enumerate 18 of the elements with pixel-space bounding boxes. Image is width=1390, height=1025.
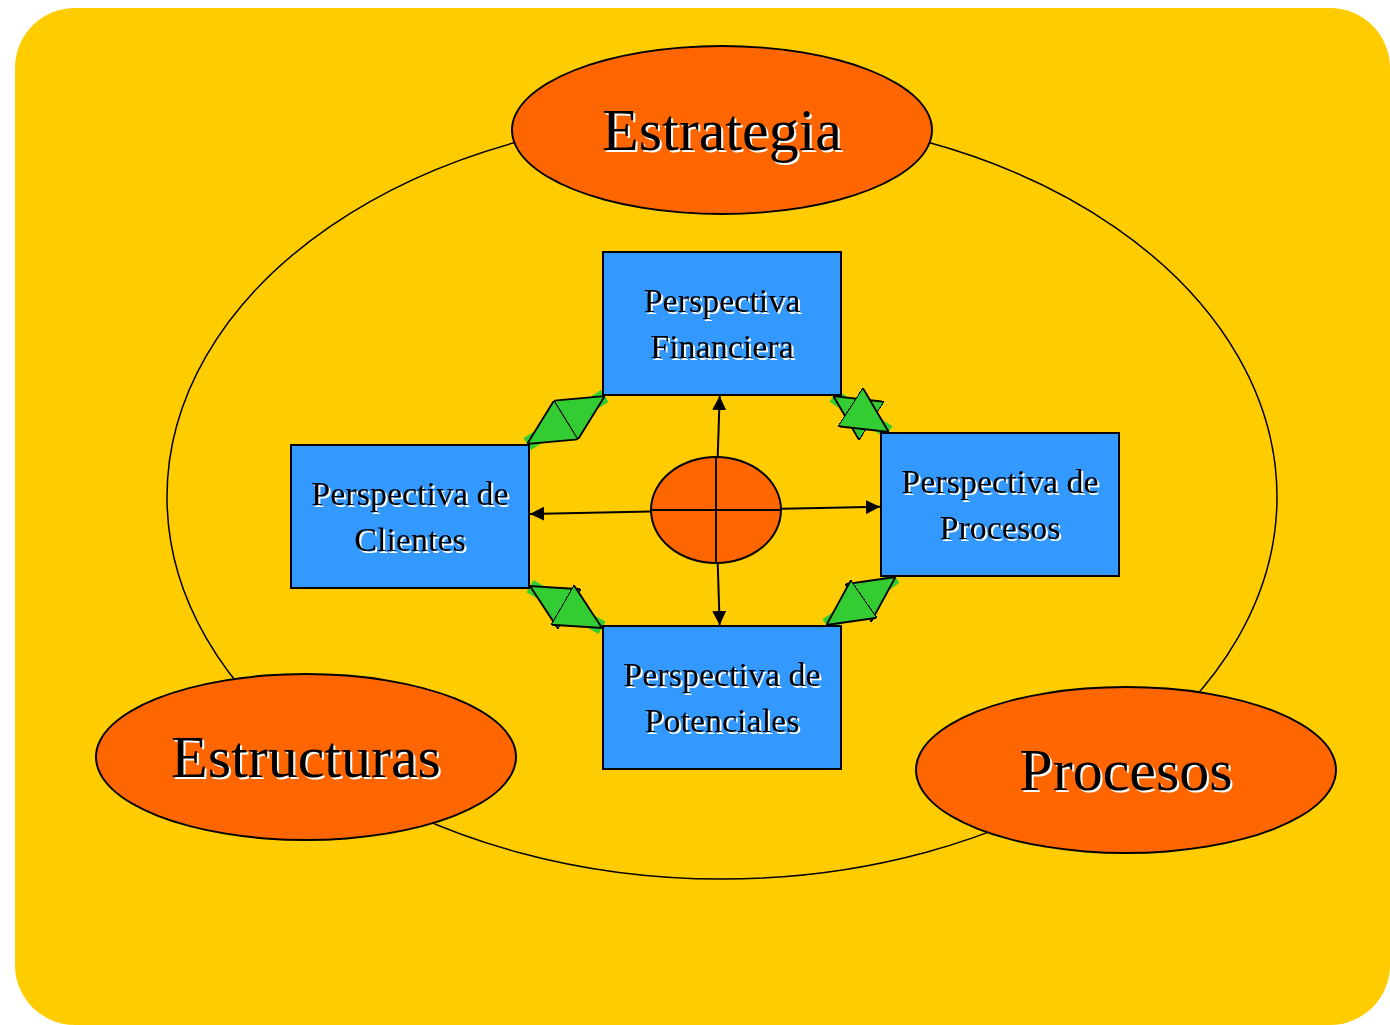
process-box (602, 251, 842, 396)
arrow (529, 506, 651, 521)
arrow (712, 563, 727, 626)
box-label: Perspectiva de Procesos (900, 461, 1100, 548)
double-arrow (523, 390, 609, 450)
box-label: Perspectiva de Potenciales (622, 654, 822, 741)
ellipse-label: Estrategia (602, 95, 842, 165)
arrow (712, 395, 727, 457)
double-arrow (829, 386, 893, 442)
double-arrow (526, 580, 606, 634)
box-label: Perspectiva de Clientes (310, 473, 510, 560)
ellipse-label: Procesos (1019, 735, 1233, 805)
box-label: Perspectiva Financiera (642, 280, 802, 367)
process-box (602, 625, 842, 770)
process-box (290, 444, 530, 589)
process-box (880, 432, 1120, 577)
arrow (781, 500, 881, 515)
ellipse-label: Estructuras (171, 722, 441, 792)
